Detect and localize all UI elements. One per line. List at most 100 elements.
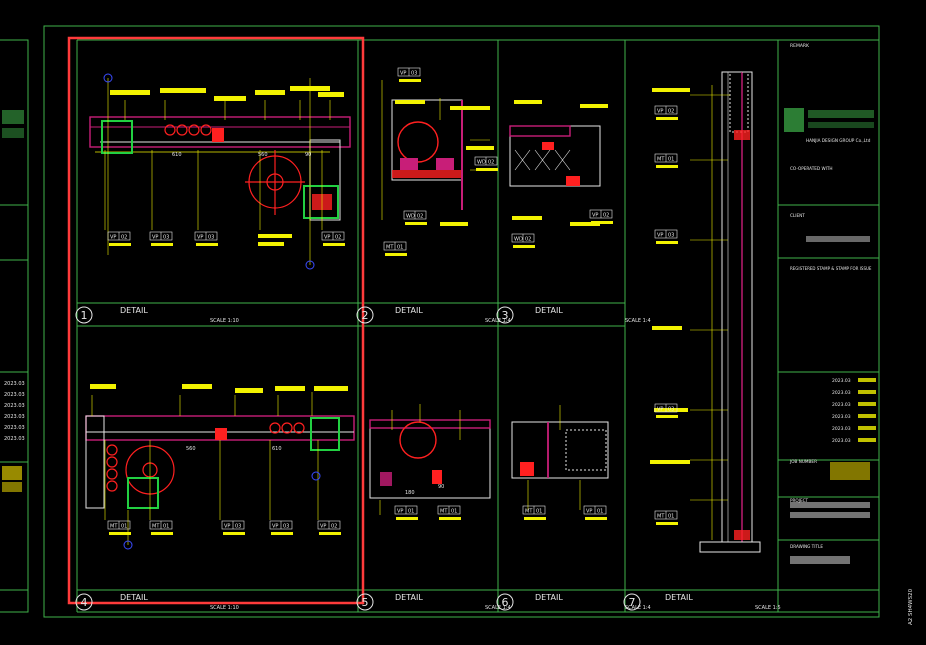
material-tag-code: VP — [586, 509, 592, 515]
detail-number: 6 — [502, 596, 509, 609]
material-tag-number: 01 — [668, 514, 674, 520]
material-tag-code: VP — [657, 407, 663, 413]
dimension-text: 560 — [258, 152, 268, 158]
material-tag-code: MT — [525, 509, 533, 515]
material-tag-code: VP — [320, 524, 326, 530]
page-code: A2 SH4WS20 — [908, 588, 914, 625]
material-tag-number: 01 — [668, 157, 674, 163]
title-block-co-operated: CO-OPERATED WITH — [790, 166, 833, 171]
dimension-text: 90 — [438, 484, 444, 490]
left-strip-date: 2023.03 — [4, 436, 25, 442]
detail-number: 1 — [81, 309, 88, 322]
selection-rectangle[interactable] — [67, 36, 365, 605]
material-tag-code: WD — [514, 237, 523, 243]
detail-number: 7 — [629, 596, 636, 609]
dimension-text: 90 — [305, 152, 311, 158]
material-tag-number: 01 — [121, 524, 127, 530]
detail-5-drawing — [369, 404, 491, 515]
material-tag-number: 02 — [417, 214, 423, 220]
material-tag-code: MT — [657, 157, 665, 163]
detail-title: DETAIL — [535, 593, 563, 602]
left-strip-dates: 2023.032023.032023.032023.032023.032023.… — [4, 381, 25, 442]
title-block-date: 2023.03 — [832, 390, 851, 396]
material-tag-code: MT — [440, 509, 448, 515]
title-block-drawing-title: DRAWING TITLE — [790, 544, 823, 549]
material-tag-code: VP — [197, 235, 203, 241]
left-strip-date: 2023.03 — [4, 414, 25, 420]
material-tag-code: VP — [110, 235, 116, 241]
left-strip-date: 2023.03 — [4, 425, 25, 431]
detail-number: 2 — [362, 309, 369, 322]
detail-number-circle — [496, 306, 514, 324]
detail-scale: SCALE 1:4 — [485, 605, 511, 611]
title-block-remark: REMARK — [790, 43, 810, 49]
material-tag-vp03: VP 03 — [654, 403, 678, 418]
material-tag-number: 02 — [603, 213, 609, 219]
detail-number-circle — [623, 593, 641, 611]
detail-title: DETAIL — [120, 306, 148, 315]
material-tag-number: 03 — [668, 233, 674, 239]
title-block-date: 2023.03 — [832, 438, 851, 444]
material-tag-number: 03 — [411, 71, 417, 77]
detail-title: DETAIL — [395, 306, 423, 315]
detail-number-circle — [496, 593, 514, 611]
title-block-date: 2023.03 — [832, 402, 851, 408]
dimension-text: 560 — [186, 446, 196, 452]
material-tag-code: WD — [406, 214, 415, 220]
material-tag-code: MT — [386, 245, 394, 251]
detail-title: DETAIL — [395, 593, 423, 602]
detail-number-circle — [75, 306, 93, 324]
detail-scale: SCALE 1:4 — [625, 318, 651, 324]
detail-scale: SCALE 1:10 — [210, 318, 239, 324]
detail-number: 3 — [502, 309, 509, 322]
detail-title: DETAIL — [665, 593, 693, 602]
material-tag-number: 03 — [235, 524, 241, 530]
detail-title: DETAIL — [120, 593, 148, 602]
title-block-company: HANJIA DESIGN GROUP Co.,Ltd — [806, 138, 871, 143]
material-tag-vp01: VP 01 — [583, 505, 607, 520]
title-block-project: PROJECT — [790, 498, 809, 503]
material-tag-number: 01 — [597, 509, 603, 515]
detail-number-circle — [75, 593, 93, 611]
material-tag-number: 03 — [668, 407, 674, 413]
detail-number: 5 — [362, 596, 369, 609]
left-neighbour-sheet — [0, 39, 29, 613]
detail-1-drawing — [89, 73, 351, 270]
material-tag-code: MT — [110, 524, 118, 530]
material-tag-code: VP — [324, 235, 330, 241]
material-tag-code: VP — [657, 109, 663, 115]
material-tag-code: VP — [272, 524, 278, 530]
material-tag-code: MT — [657, 514, 665, 520]
title-block — [778, 108, 879, 591]
detail-scale: SCALE 1:5 — [755, 605, 781, 611]
detail-7-label: 7 DETAIL SCALE 1:5 — [623, 593, 781, 611]
material-tag-number: 03 — [163, 235, 169, 241]
material-tag-number: 01 — [451, 509, 457, 515]
detail-2-drawing — [381, 80, 494, 226]
detail-number-circle — [356, 306, 374, 324]
left-strip-date: 2023.03 — [4, 392, 25, 398]
material-tag-number: 01 — [397, 245, 403, 251]
title-block-job-number: JOB NUMBER — [789, 459, 817, 464]
detail-scale: SCALE 1:10 — [210, 605, 239, 611]
detail-1-label: 1 DETAIL SCALE 1:10 — [75, 306, 239, 324]
title-block-client: CLIENT — [790, 213, 805, 218]
left-strip-date: 2023.03 — [4, 381, 25, 387]
material-tag-number: 02 — [668, 109, 674, 115]
material-tag-number: 01 — [536, 509, 542, 515]
material-tag-code: VP — [152, 235, 158, 241]
